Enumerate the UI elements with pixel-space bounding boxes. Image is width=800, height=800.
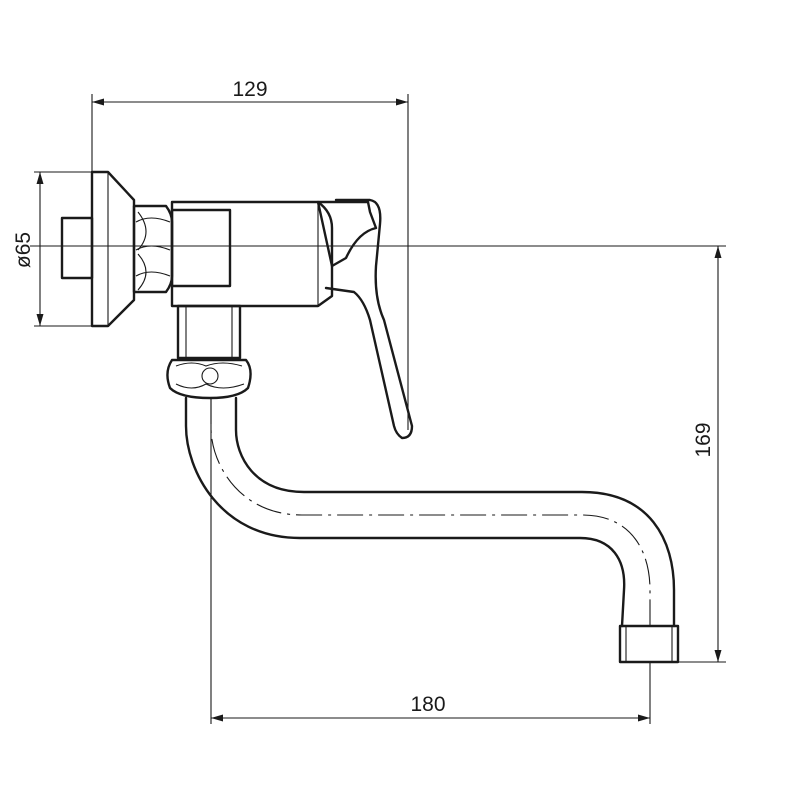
faucet-outline [60, 170, 680, 664]
spout [184, 396, 676, 628]
dimension-129-label: 129 [232, 78, 267, 101]
dimension-diameter-label: ø65 [12, 232, 35, 268]
hex-nut [132, 204, 174, 294]
dimension-169-label: 169 [692, 422, 715, 457]
aerator [618, 624, 680, 664]
outlet-connector [176, 304, 242, 360]
dimension-diameter-65: ø65 [12, 171, 92, 327]
dimension-169: 169 [30, 245, 726, 663]
lever-handle [316, 198, 414, 440]
wall-connector [60, 216, 94, 280]
wall-flange [90, 170, 136, 328]
swivel-nut [166, 358, 252, 400]
dimension-180-label: 180 [410, 693, 445, 716]
dimension-129: 129 [91, 78, 409, 430]
mixer-body [170, 200, 334, 308]
dimension-180: 180 [210, 398, 651, 724]
